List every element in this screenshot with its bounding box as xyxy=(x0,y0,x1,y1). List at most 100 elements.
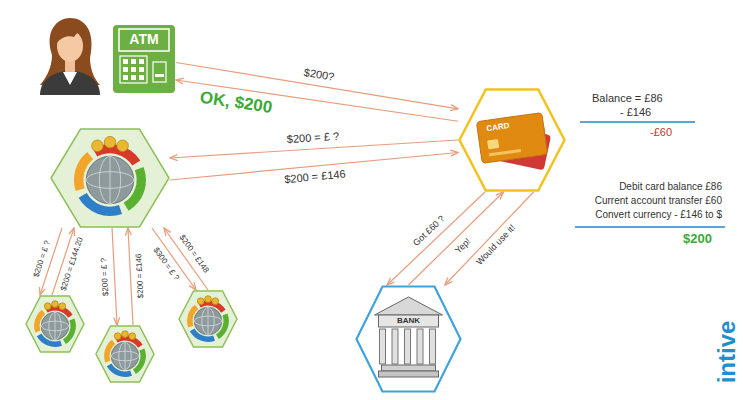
node-shape xyxy=(458,88,566,192)
bank-column xyxy=(417,329,423,364)
message-label: $200 = £146 xyxy=(282,168,348,187)
coin xyxy=(212,298,219,305)
message-label: $200 = £146 xyxy=(134,251,146,300)
sum-rule xyxy=(575,226,725,228)
atm-key xyxy=(139,67,144,72)
front-card xyxy=(476,113,547,164)
ledger-text: Balance = £86 xyxy=(592,92,663,105)
bank-frieze xyxy=(379,315,439,327)
woman-fringe xyxy=(56,29,84,44)
coin xyxy=(104,136,116,148)
sum-rule xyxy=(580,121,695,123)
message-arrow xyxy=(445,192,534,285)
coin xyxy=(59,303,66,310)
coin xyxy=(129,333,136,340)
exchange-hexagon xyxy=(50,128,170,228)
coin xyxy=(44,303,51,310)
coin xyxy=(122,331,129,338)
woman-hair xyxy=(40,18,100,85)
atm-screen xyxy=(119,29,169,51)
atm-key xyxy=(123,67,128,72)
node-shape xyxy=(355,285,462,393)
message-arrow xyxy=(176,80,458,121)
globe xyxy=(41,312,69,340)
woman-collar xyxy=(63,72,77,85)
atm-key xyxy=(123,75,128,80)
atm-slot xyxy=(153,62,166,82)
atm-machine: ATM xyxy=(112,24,176,94)
globe-meridian xyxy=(119,342,131,370)
bank-hexagon: BANK xyxy=(355,285,462,393)
exchange-hexagon xyxy=(178,290,238,348)
bank-step xyxy=(382,365,436,371)
ledger-text: Current account transfer £60 xyxy=(595,195,722,207)
bank-hexagon-outline xyxy=(357,287,461,392)
atm-keypad xyxy=(120,56,147,83)
globe-meridian xyxy=(208,307,209,335)
woman-icon xyxy=(40,18,100,95)
ledger-text: Convert currency - £146 to $ xyxy=(595,209,722,221)
watermark: intive xyxy=(713,321,742,384)
message-label: Yep! xyxy=(451,234,474,257)
globe xyxy=(86,156,134,204)
globe-meridian xyxy=(202,307,214,335)
exchange-hexagon-outline xyxy=(26,296,84,352)
message-arrow xyxy=(128,228,133,325)
globe-meridian xyxy=(99,156,120,204)
coin xyxy=(117,140,129,152)
atm-slot-mouth xyxy=(155,74,164,77)
bank-column xyxy=(405,329,411,364)
atm-key xyxy=(123,59,128,64)
exchange-hexagon xyxy=(25,295,85,353)
message-arrow xyxy=(387,192,485,285)
atm-key xyxy=(131,75,136,80)
node-shape xyxy=(95,325,155,383)
message-label: $200 = £ ? xyxy=(99,256,111,298)
atm-key xyxy=(131,67,136,72)
bank-label: BANK xyxy=(397,317,420,326)
coin xyxy=(205,296,212,303)
coin xyxy=(114,333,121,340)
exchange-hexagon-outline xyxy=(179,291,237,347)
node-shape xyxy=(25,295,85,353)
woman-suit xyxy=(40,71,100,95)
card-number-strip xyxy=(489,149,521,156)
coin xyxy=(52,301,59,308)
atm-body xyxy=(113,25,175,93)
node-shape xyxy=(178,290,238,348)
message-label: $200 = £ ? xyxy=(285,130,342,147)
ledger-text: $200 xyxy=(683,231,712,247)
globe-meridian xyxy=(125,342,126,370)
message-label: $200 = £ ? xyxy=(31,237,53,280)
ledger-text: - £146 xyxy=(620,106,651,119)
bank-roof xyxy=(375,297,443,315)
bank-step xyxy=(379,371,439,377)
message-label: $200? xyxy=(301,65,337,84)
globe-meridian xyxy=(55,312,56,340)
card-hexagon: CARD xyxy=(458,88,566,192)
exchange-hexagon xyxy=(95,325,155,383)
globe-meridian xyxy=(110,156,111,204)
bank-column xyxy=(430,329,436,364)
globe xyxy=(194,307,222,335)
message-label: Would use it! xyxy=(473,221,519,269)
node-shape xyxy=(50,128,170,228)
exchange-hexagon-outline xyxy=(96,326,154,382)
globe xyxy=(111,342,139,370)
globe-meridian xyxy=(49,312,61,340)
card-hexagon-outline xyxy=(460,90,565,191)
coin xyxy=(92,140,104,152)
coin xyxy=(197,298,204,305)
exchange-hexagon-outline xyxy=(51,129,169,227)
card-face xyxy=(476,113,547,164)
atm-label: ATM xyxy=(129,32,158,47)
atm-key xyxy=(139,59,144,64)
ledger-text: Debit card balance £86 xyxy=(619,181,722,193)
card-chip xyxy=(487,139,499,149)
atm-key xyxy=(139,75,144,80)
bank-column xyxy=(380,329,386,364)
ledger-text: -£60 xyxy=(650,126,672,139)
message-arrow xyxy=(112,228,117,325)
bank-column xyxy=(392,329,398,364)
